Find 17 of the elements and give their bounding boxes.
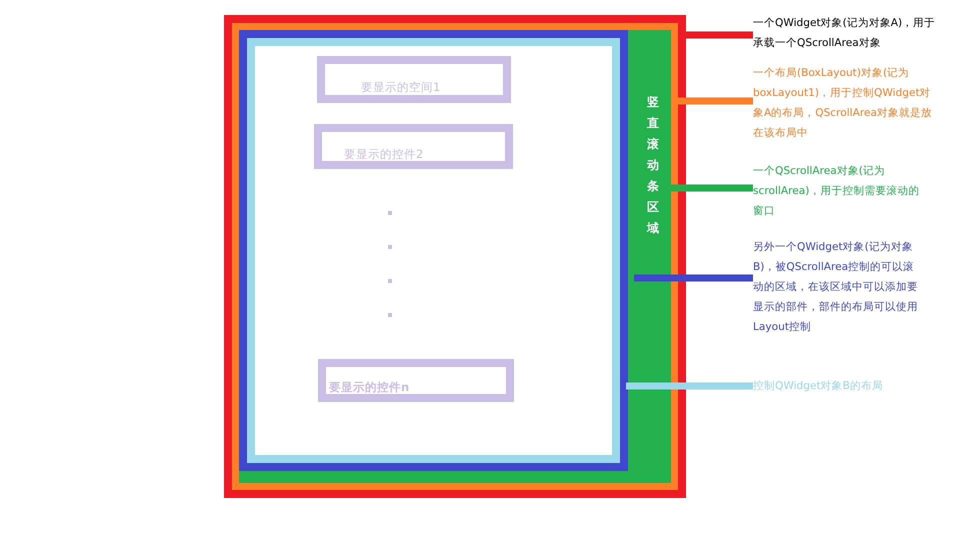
leader-line [626,382,753,390]
widget-label: 要显示的控件n [329,379,410,396]
widget-box [314,124,513,169]
leader-line [686,32,753,38]
widget-box [317,56,511,103]
widget-box [318,359,514,402]
widget-label: 要显示的空间1 [361,79,440,96]
leader-line [671,184,753,192]
scrollbar-label: 竖直滚动条区域 [647,94,660,237]
leader-line [678,98,753,104]
annotation-text: 一个QWidget对象(记为对象A)，用于承载一个QScrollArea对象 [753,13,938,53]
widget-label: 要显示的控件2 [344,146,424,163]
annotation-text: 一个QScrollArea对象(记为scrollArea)，用于控制需要滚动的窗口 [753,161,925,221]
leader-line [634,274,753,282]
annotation-text: 一个布局(BoxLayout)对象(记为boxLayout1)，用于控制QWidget对象A的布局，QScrollArea对象就是放在该布局中 [753,63,933,143]
annotation-text: 控制QWidget对象B的布局 [753,376,923,396]
annotation-text: 另外一个QWidget对象(记为对象B)，被QScrollArea控制的可以滚动的区域，在该区域中可以添加要显示的部件，部件的布局可以使用Layout控制 [753,237,918,337]
